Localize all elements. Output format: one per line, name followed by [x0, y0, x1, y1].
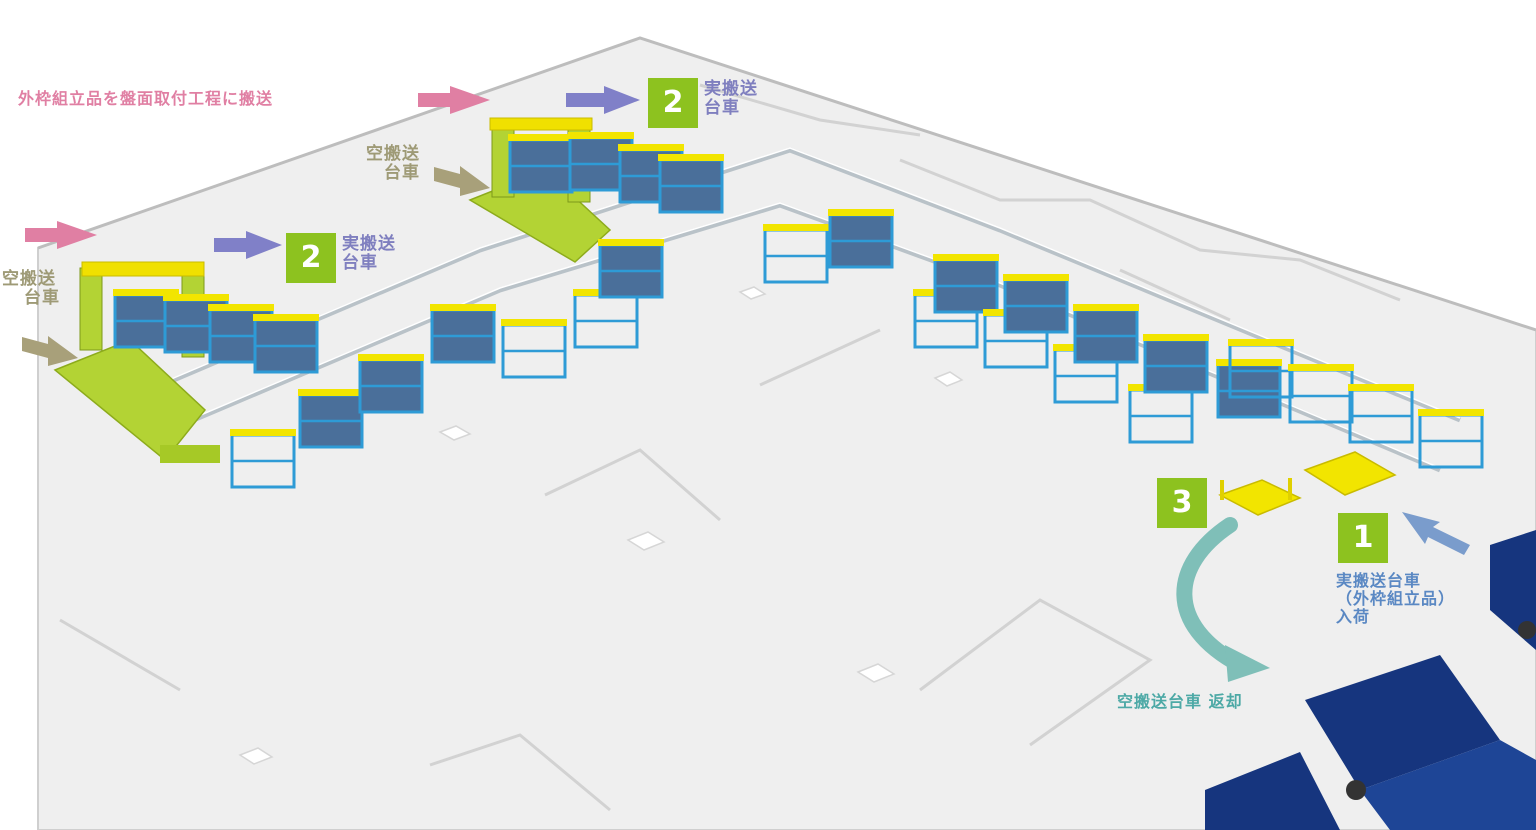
empty-cart-label-line2: 台車 [24, 288, 60, 309]
transport-cart-icon [1216, 359, 1282, 419]
step-2-badge-upper: 2 [648, 78, 698, 128]
transfer-to-panel-process-label: 外枠組立品を盤面取付工程に搬送 [18, 89, 274, 108]
incoming-loaded-cart-label: 実搬送台車 （外枠組立品） 入荷 [1336, 572, 1455, 626]
transport-cart-icon [1288, 364, 1354, 424]
incoming-label-line3: 入荷 [1336, 606, 1371, 626]
incoming-label-line1: 実搬送台車 [1336, 571, 1422, 590]
transport-cart-icon [1073, 304, 1139, 364]
cart-group [113, 132, 1484, 489]
step-2-badge-left: 2 [286, 233, 336, 283]
transport-cart-icon [658, 154, 724, 214]
empty-cart-label-line1: 空搬送 [366, 144, 420, 164]
flow-arrow-icon [22, 86, 1470, 555]
transport-cart-icon [598, 239, 664, 299]
transport-cart-icon [298, 389, 364, 449]
transport-cart-icon [430, 304, 496, 364]
transport-cart-icon [1003, 274, 1069, 334]
transport-cart-icon [763, 224, 829, 284]
empty-cart-label-left: 空搬送 台車 [2, 269, 60, 309]
incoming-label-line2: （外枠組立品） [1336, 588, 1456, 608]
empty-cart-return-label: 空搬送台車 返却 [1117, 692, 1243, 711]
loaded-cart-label-line2: 台車 [704, 98, 740, 119]
transport-cart-icon [1348, 384, 1414, 444]
loaded-cart-label-upper: 実搬送 台車 [704, 79, 758, 119]
empty-cart-label-line2: 台車 [384, 163, 420, 184]
return-flow-arrow [1176, 517, 1270, 682]
delivery-truck-icon [1205, 530, 1536, 830]
loaded-cart-label-left: 実搬送 台車 [342, 234, 396, 274]
transport-cart-icon [230, 429, 296, 489]
loaded-cart-label-line1: 実搬送 [704, 79, 758, 99]
step-3-badge: 3 [1157, 478, 1207, 528]
transport-cart-icon [933, 254, 999, 314]
transport-cart-icon [1143, 334, 1209, 394]
transport-cart-icon [358, 354, 424, 414]
floor-markings [59, 83, 1401, 812]
transport-cart-icon [828, 209, 894, 269]
step-1-badge: 1 [1338, 513, 1388, 563]
loaded-cart-label-line1: 実搬送 [342, 234, 396, 254]
floor-tiles [238, 286, 964, 765]
empty-cart-return-station [1218, 478, 1302, 516]
loaded-cart-label-line2: 台車 [342, 253, 378, 274]
transport-cart-icon [253, 314, 319, 374]
transport-cart-icon [1418, 409, 1484, 469]
empty-cart-label-line1: 空搬送 [2, 269, 56, 289]
transport-cart-icon [501, 319, 567, 379]
incoming-cart-station [1303, 451, 1397, 496]
floor-edge-line [37, 36, 1536, 332]
empty-cart-label-upper: 空搬送 台車 [362, 144, 420, 184]
transport-cart-icon [508, 134, 574, 194]
